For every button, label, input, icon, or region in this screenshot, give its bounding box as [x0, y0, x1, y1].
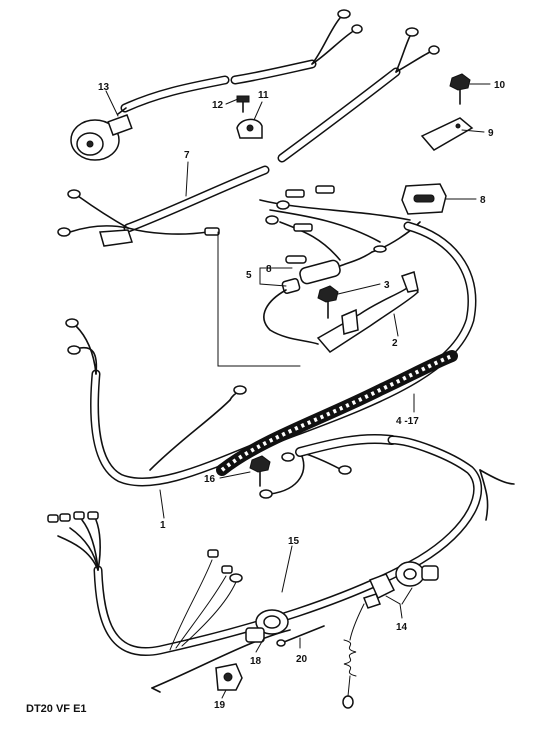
part-3-bolt	[317, 285, 339, 319]
label-part-18: 18	[250, 656, 262, 667]
label-part-20: 20	[296, 654, 308, 665]
part-4-17-spiral-tube	[216, 350, 458, 476]
upper-cable-sections	[120, 9, 440, 163]
part-20-pin	[276, 625, 325, 647]
label-part-15: 15	[288, 536, 300, 547]
label-part-1: 1	[160, 520, 166, 531]
part-8-grommet	[401, 183, 447, 215]
part-11-clamp	[236, 118, 263, 139]
part-18-socket	[245, 609, 289, 643]
diagram-caption: DT20 VF E1	[26, 703, 87, 715]
leader-lines	[105, 83, 491, 699]
label-part-4-17: 4 -17	[396, 416, 419, 427]
label-part-3: 3	[384, 280, 390, 291]
part-5-fuse-holder	[259, 185, 421, 345]
part-19-grommet	[215, 663, 243, 691]
part-2-bracket	[316, 271, 419, 353]
label-part-8-fuse: 8	[266, 264, 272, 275]
part-14-stop-switch	[342, 561, 439, 709]
label-part-5: 5	[246, 270, 252, 281]
part-labels: 13 12 11 7 10 9 8 8 5 3 2 4 -17 16 1 15 …	[98, 80, 506, 711]
label-part-2: 2	[392, 338, 398, 349]
label-part-11: 11	[258, 90, 269, 101]
label-part-9: 9	[488, 128, 494, 139]
label-part-8-grommet: 8	[480, 195, 486, 206]
label-part-12: 12	[212, 100, 224, 111]
part-9-plate	[420, 117, 474, 151]
label-part-10: 10	[494, 80, 506, 91]
label-part-16: 16	[204, 474, 216, 485]
label-part-7: 7	[184, 150, 190, 161]
part-13-main-switch	[70, 107, 133, 161]
label-part-19: 19	[214, 700, 226, 711]
part-12-screw	[236, 95, 250, 113]
part-7-cable-assembly	[57, 165, 301, 367]
part-10-bolt	[449, 73, 471, 105]
label-part-14: 14	[396, 622, 408, 633]
label-part-13: 13	[98, 82, 110, 93]
part-16-bolt	[249, 433, 397, 499]
